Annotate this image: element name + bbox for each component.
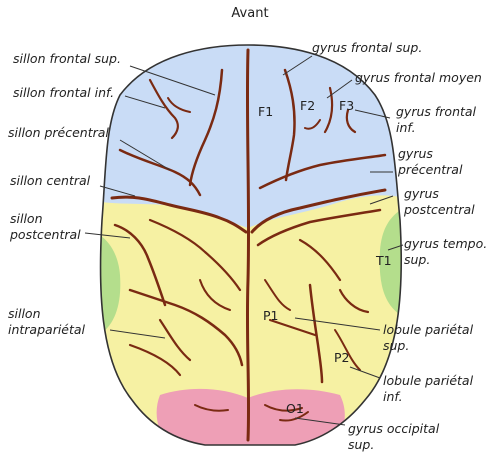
- postcentral-sulcus-right: [256, 208, 382, 247]
- diagram-title: Avant: [231, 6, 269, 21]
- parietal-sulcus-right-c: [334, 329, 361, 371]
- leader-sillon-frontal-sup: [129, 65, 216, 96]
- parietal-sulcus-right-a: [338, 288, 370, 314]
- label-gyrus-frontal-inf-line1: gyrus frontal: [396, 104, 477, 119]
- parietal-sulcus-right-d: [264, 279, 291, 311]
- label-gyrus-frontal-inf-line2: inf.: [396, 120, 416, 135]
- parietal-sulcus-right-b: [268, 318, 317, 337]
- region-label-f2: F2: [300, 98, 316, 113]
- regions: [100, 45, 402, 445]
- precentral-sulcus-left: [118, 148, 202, 197]
- inf-frontal-sulcus-left: [148, 78, 179, 140]
- label-gyrus-occipital-sup-line2: sup.: [348, 437, 375, 452]
- leader-gyrus-frontal-moyen: [326, 79, 353, 99]
- occipital-region: [156, 388, 345, 445]
- leader-sillon-central: [99, 185, 136, 197]
- leader-lines: [84, 55, 404, 426]
- label-lobule-parietal-sup-line2: sup.: [383, 338, 410, 353]
- precentral-sulcus-right: [258, 153, 387, 190]
- central-sulcus-left: [110, 195, 248, 234]
- parietal-sulcus-left-a: [158, 318, 192, 362]
- label-gyrus-occipital-sup-line1: gyrus occipital: [348, 421, 440, 436]
- mid-frontal-sulcus-right: [323, 86, 334, 134]
- temporal-region-right: [379, 205, 402, 320]
- label-lobule-parietal-inf-line2: inf.: [383, 389, 403, 404]
- label-gyrus-tempo-sup-line1: gyrus tempo.: [404, 236, 488, 251]
- region-label-p2: P2: [334, 350, 350, 365]
- sup-frontal-sulcus-left: [188, 68, 224, 187]
- region-label-f1: F1: [258, 104, 274, 119]
- longitudinal-fissure: [245, 48, 251, 442]
- label-sillon-frontal-sup: sillon frontal sup.: [13, 51, 121, 66]
- leader-sillon-postcentral: [84, 232, 131, 239]
- label-sillon-intraparietal-line1: sillon: [8, 306, 41, 321]
- label-sillon-intraparietal-line2: intrapariétal: [8, 322, 86, 337]
- label-lobule-parietal-inf-line1: lobule pariétal: [383, 373, 474, 388]
- label-gyrus-tempo-sup-line2: sup.: [404, 252, 431, 267]
- region-label-p1: P1: [263, 308, 279, 323]
- label-gyrus-frontal-sup: gyrus frontal sup.: [312, 40, 423, 55]
- label-sillon-postcentral-line2: postcentral: [10, 227, 81, 242]
- label-lobule-parietal-sup-line1: lobule pariétal: [383, 322, 474, 337]
- label-gyrus-postcentral-line1: gyrus: [404, 186, 439, 201]
- sup-frontal-sulcus-right: [283, 68, 296, 182]
- temporal-region-left: [100, 230, 121, 340]
- central-sulcus-right: [250, 188, 387, 234]
- intraparietal-sulcus-left: [128, 288, 244, 367]
- region-label-f3: F3: [339, 98, 355, 113]
- leader-sillon-frontal-inf: [124, 95, 166, 109]
- leader-sillon-precentral: [119, 139, 171, 171]
- label-gyrus-frontal-moyen: gyrus frontal moyen: [355, 70, 482, 85]
- occipital-sulcus-left: [194, 404, 229, 412]
- occipital-sulcus-right: [264, 404, 303, 412]
- intraparietal-sulcus-right: [308, 283, 324, 384]
- parietal-sulcus-left-c: [199, 279, 231, 311]
- postcentral-branch-left: [148, 218, 242, 292]
- leader-lobule-parietal-sup: [294, 317, 381, 331]
- parietal-sulcus-left-b: [128, 343, 182, 377]
- postcentral-sulcus-left: [113, 223, 167, 307]
- leader-gyrus-frontal-inf: [354, 109, 391, 119]
- label-sillon-postcentral-line1: sillon: [10, 211, 43, 226]
- leader-gyrus-tempo-sup: [387, 244, 404, 251]
- label-sillon-precentral: sillon précentral: [8, 125, 109, 140]
- label-gyrus-precentral-line1: gyrus: [398, 146, 433, 161]
- occipital-sulcus-small: [279, 411, 309, 422]
- leader-gyrus-postcentral: [369, 195, 394, 205]
- inf-frontal-sulcus-left-2: [167, 97, 191, 113]
- label-sillon-frontal-inf: sillon frontal inf.: [13, 85, 115, 100]
- label-gyrus-precentral-line2: précentral: [398, 162, 463, 177]
- sulci: [110, 48, 387, 442]
- region-label-t1: T1: [376, 253, 392, 268]
- brain-outline: [99, 44, 403, 446]
- inf-frontal-sulcus-right: [345, 108, 357, 134]
- label-gyrus-postcentral-line2: postcentral: [404, 202, 475, 217]
- right-frontal-branch: [304, 119, 321, 130]
- leader-sillon-intraparietal: [109, 329, 166, 339]
- label-sillon-central: sillon central: [10, 173, 91, 188]
- region-label-o1: O1: [286, 401, 304, 416]
- postcentral-branch-right: [298, 238, 342, 282]
- leader-lobule-parietal-inf: [349, 366, 381, 379]
- leader-gyrus-frontal-sup: [282, 55, 313, 76]
- leader-gyrus-occipital-sup: [294, 417, 346, 426]
